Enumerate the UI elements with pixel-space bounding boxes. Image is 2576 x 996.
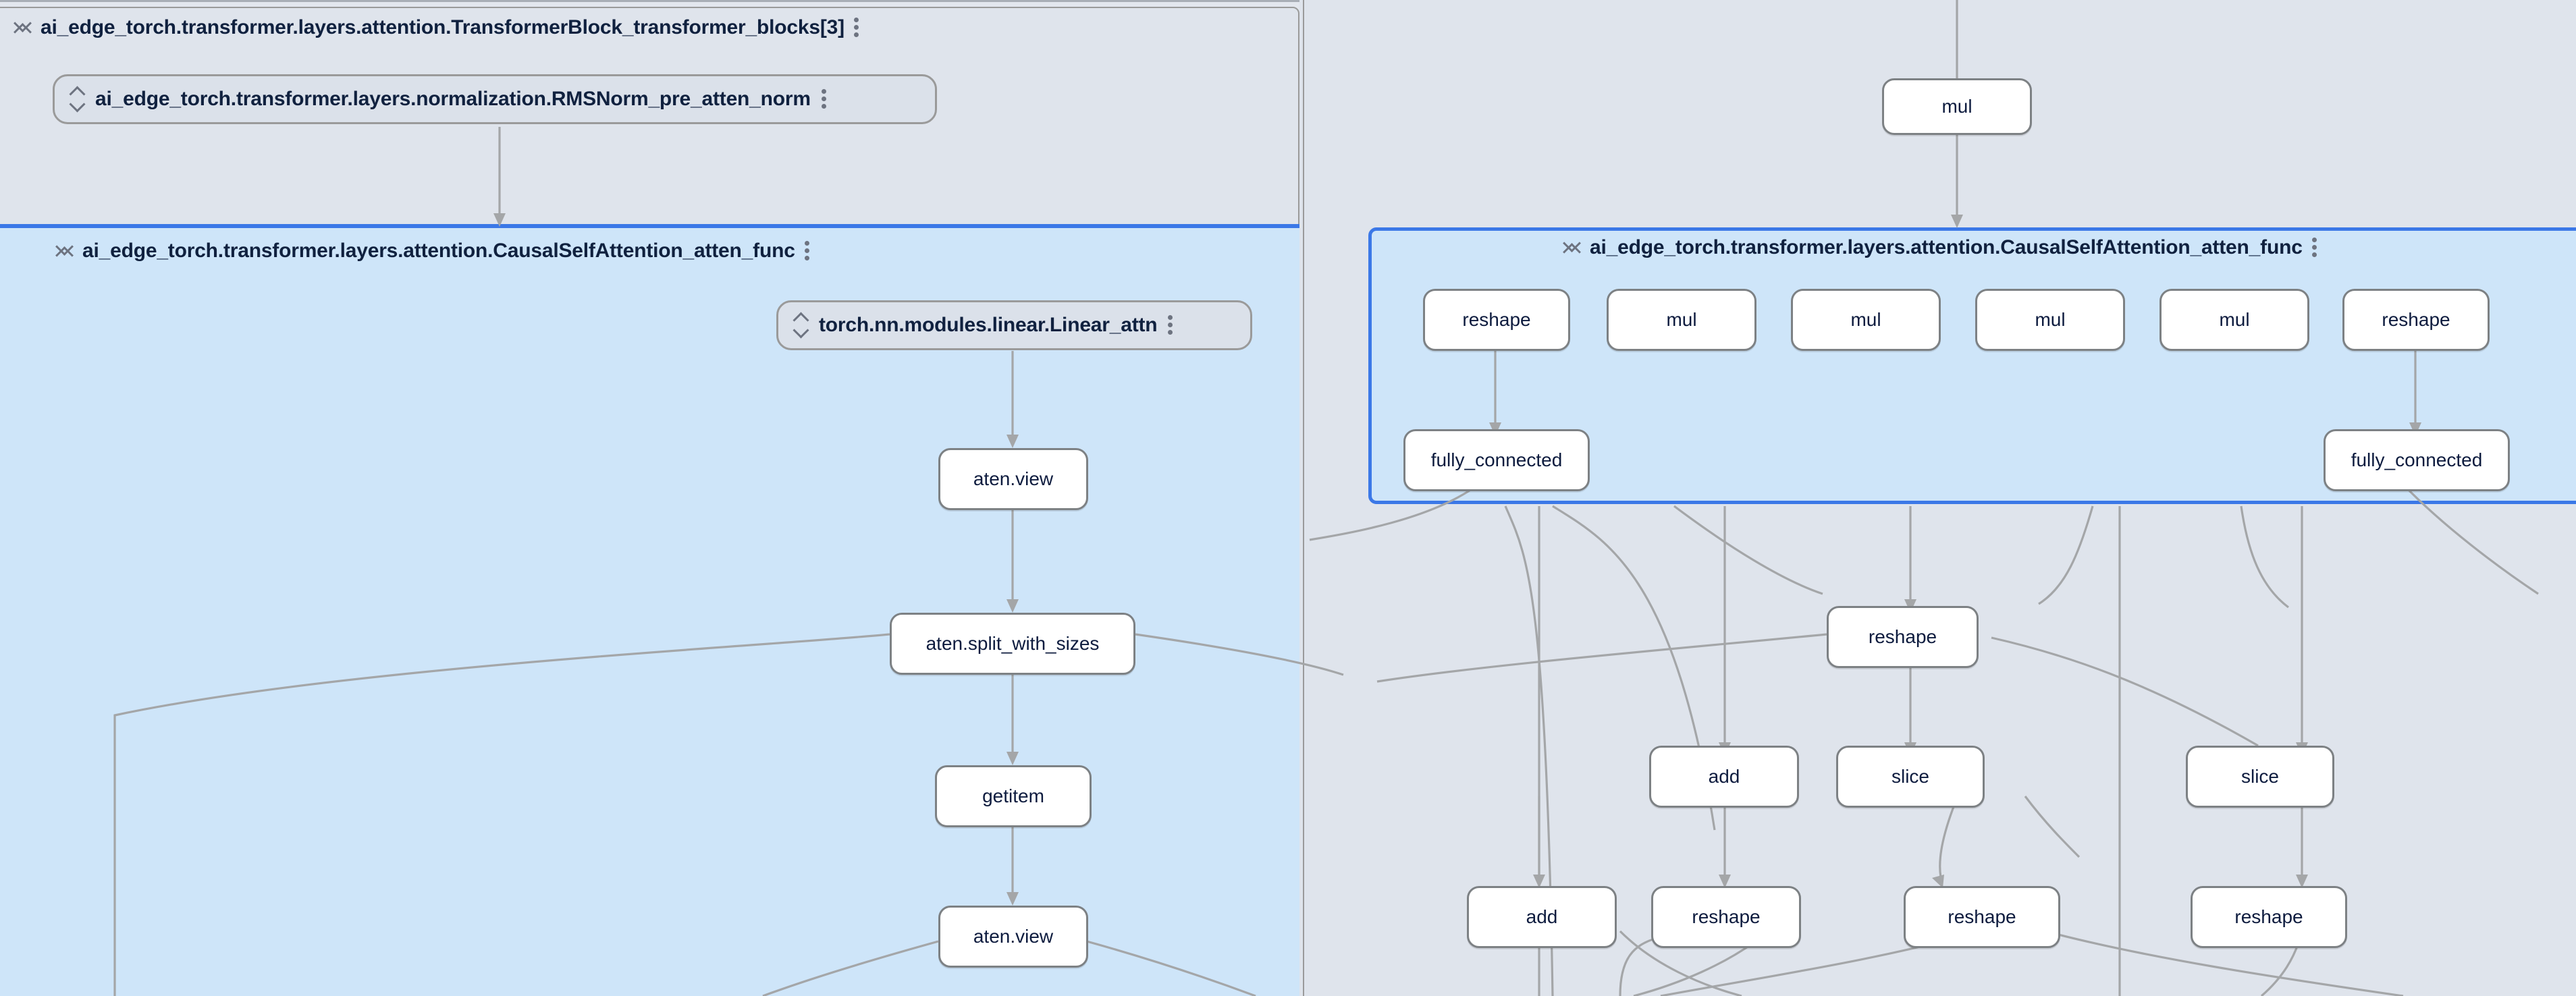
group-pill-rmsnorm-pre-atten-norm[interactable]: ai_edge_torch.transformer.layers.normali…: [53, 74, 937, 124]
op-node-label: mul: [1666, 309, 1697, 330]
expand-chevrons-icon[interactable]: [70, 87, 84, 111]
op-node-fully-connected-right[interactable]: fully_connected: [2324, 429, 2510, 491]
op-node-aten-view-1[interactable]: aten.view: [938, 448, 1088, 510]
group-pill-linear-attn[interactable]: torch.nn.modules.linear.Linear_attn: [776, 300, 1252, 350]
op-node-mul-1[interactable]: mul: [1607, 289, 1756, 351]
group-transformer-block-title: ai_edge_torch.transformer.layers.attenti…: [41, 16, 844, 38]
group-causal-self-attention-right-header[interactable]: ai_edge_torch.transformer.layers.attenti…: [1563, 236, 2319, 259]
op-node-label: aten.view: [973, 926, 1054, 947]
op-node-reshape-c[interactable]: reshape: [1827, 606, 1979, 668]
op-node-reshape-f[interactable]: reshape: [2191, 886, 2347, 948]
op-node-label: mul: [1850, 309, 1881, 330]
group-causal-self-attention-left-header[interactable]: ai_edge_torch.transformer.layers.attenti…: [55, 240, 811, 262]
op-node-label: fully_connected: [2351, 449, 2483, 470]
op-node-reshape-e[interactable]: reshape: [1904, 886, 2060, 948]
more-vert-icon[interactable]: [2311, 236, 2319, 259]
op-node-add-2[interactable]: add: [1467, 886, 1617, 948]
more-vert-icon[interactable]: [821, 88, 828, 111]
op-node-label: getitem: [982, 785, 1044, 806]
op-node-label: mul: [2035, 309, 2066, 330]
collapse-chevrons-icon[interactable]: [55, 240, 73, 262]
group-transformer-block-header[interactable]: ai_edge_torch.transformer.layers.attenti…: [14, 16, 861, 39]
op-node-label: aten.split_with_sizes: [925, 633, 1100, 654]
op-node-aten-view-2[interactable]: aten.view: [938, 906, 1088, 968]
group-causal-self-attention-right-title: ai_edge_torch.transformer.layers.attenti…: [1590, 236, 2303, 258]
op-node-reshape-d[interactable]: reshape: [1651, 886, 1801, 948]
op-node-add-1[interactable]: add: [1649, 746, 1799, 808]
op-node-label: reshape: [1692, 906, 1761, 927]
op-node-aten-split-with-sizes[interactable]: aten.split_with_sizes: [890, 613, 1135, 675]
op-node-mul-3[interactable]: mul: [1975, 289, 2125, 351]
op-node-label: reshape: [2382, 309, 2450, 330]
op-node-label: slice: [1891, 766, 1929, 787]
op-node-label: reshape: [1948, 906, 2016, 927]
op-node-fully-connected-left[interactable]: fully_connected: [1403, 429, 1590, 491]
op-node-label: slice: [2240, 766, 2279, 787]
group-pill-linear-attn-label: torch.nn.modules.linear.Linear_attn: [819, 314, 1158, 336]
op-node-label: add: [1708, 766, 1740, 787]
op-node-label: fully_connected: [1430, 449, 1563, 470]
op-node-label: add: [1526, 906, 1558, 927]
op-node-label: mul: [2219, 309, 2250, 330]
group-causal-self-attention-left-title: ai_edge_torch.transformer.layers.attenti…: [82, 240, 795, 262]
op-node-label: reshape: [1868, 626, 1937, 647]
op-node-mul-top[interactable]: mul: [1882, 78, 2032, 135]
op-node-label: mul: [1941, 96, 1973, 117]
op-node-slice-1[interactable]: slice: [1836, 746, 1985, 808]
op-node-mul-4[interactable]: mul: [2159, 289, 2309, 351]
collapse-chevrons-icon[interactable]: [14, 16, 31, 39]
op-node-label: reshape: [2234, 906, 2303, 927]
op-node-reshape-b[interactable]: reshape: [2342, 289, 2490, 351]
op-node-getitem[interactable]: getitem: [935, 765, 1092, 827]
canvas-top-divider: [0, 0, 1299, 2]
op-node-label: reshape: [1462, 309, 1531, 330]
collapse-chevrons-icon[interactable]: [1563, 236, 1580, 259]
more-vert-icon[interactable]: [1168, 314, 1175, 337]
op-node-mul-2[interactable]: mul: [1791, 289, 1941, 351]
op-node-label: aten.view: [973, 468, 1054, 489]
op-node-slice-2[interactable]: slice: [2186, 746, 2334, 808]
op-node-reshape-a[interactable]: reshape: [1423, 289, 1570, 351]
more-vert-icon[interactable]: [804, 240, 811, 262]
expand-chevrons-icon[interactable]: [793, 313, 808, 337]
more-vert-icon[interactable]: [853, 16, 861, 39]
group-pill-rmsnorm-label: ai_edge_torch.transformer.layers.normali…: [95, 88, 811, 110]
